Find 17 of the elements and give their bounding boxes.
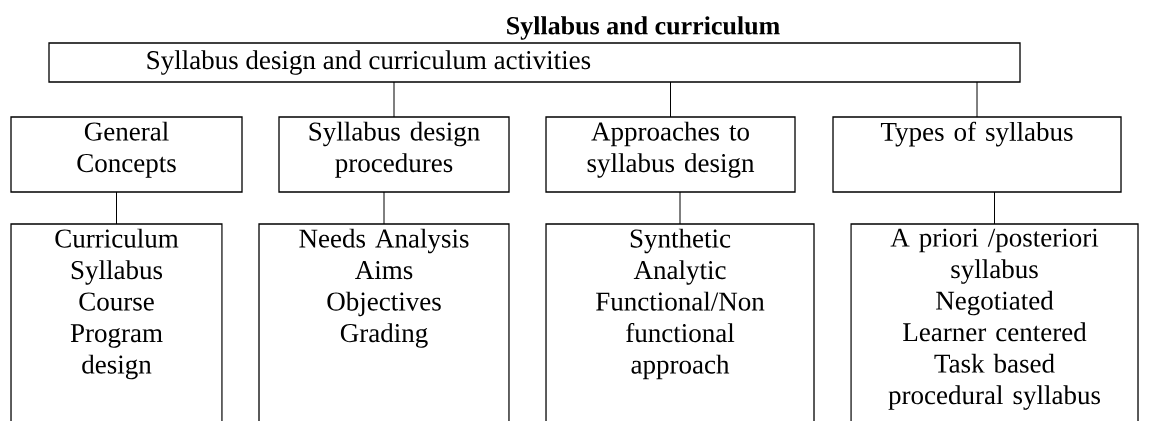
box: General Concepts [10, 116, 243, 193]
box: Approaches to syllabus design [545, 116, 796, 193]
title: Syllabus and curriculum [507, 16, 780, 40]
connector-line [116, 191, 117, 225]
open-box: Synthetic Analytic Functional/Non functional approach [545, 223, 815, 421]
open-box: Curriculum Syllabus Course Program design [10, 223, 223, 421]
box: Syllabus design and curriculum activities [48, 42, 1021, 83]
box: Types of syllabus [832, 116, 1122, 193]
connector-line [670, 81, 671, 118]
box: Syllabus design procedures [278, 116, 510, 193]
connector-line [994, 191, 995, 225]
connector-line [393, 81, 395, 118]
open-box: Needs Analysis Aims Objectives Grading [258, 223, 510, 421]
connector-line [679, 191, 681, 225]
connector-line [383, 191, 385, 225]
open-box: A priori /posteriori syllabus Negotiated Learner centered Task based procedural syllabus [850, 223, 1139, 421]
connector-line [976, 81, 978, 118]
